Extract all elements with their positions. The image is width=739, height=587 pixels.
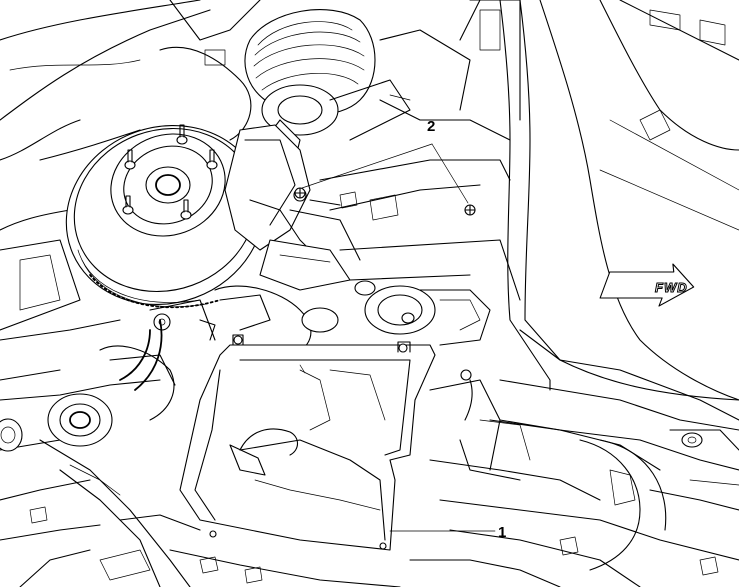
- fwd-arrow-icon: [599, 263, 695, 307]
- wheel-stud: [122, 124, 218, 220]
- brake-rotor: [65, 124, 265, 309]
- callout-leader-lines: [301, 143, 496, 532]
- floor-right: [409, 369, 739, 587]
- lower-control-arm: [0, 319, 191, 587]
- vehicle-structure-background: [0, 0, 521, 381]
- fwd-label: FWD: [655, 280, 688, 295]
- callout-2: 2: [427, 118, 435, 135]
- mounting-bolt: [294, 187, 476, 216]
- callout-1: 1: [498, 524, 506, 541]
- engine-area: [149, 280, 491, 356]
- subframe-left: [0, 479, 401, 587]
- splash-shield: [179, 334, 436, 551]
- body-panel-right: [489, 0, 739, 471]
